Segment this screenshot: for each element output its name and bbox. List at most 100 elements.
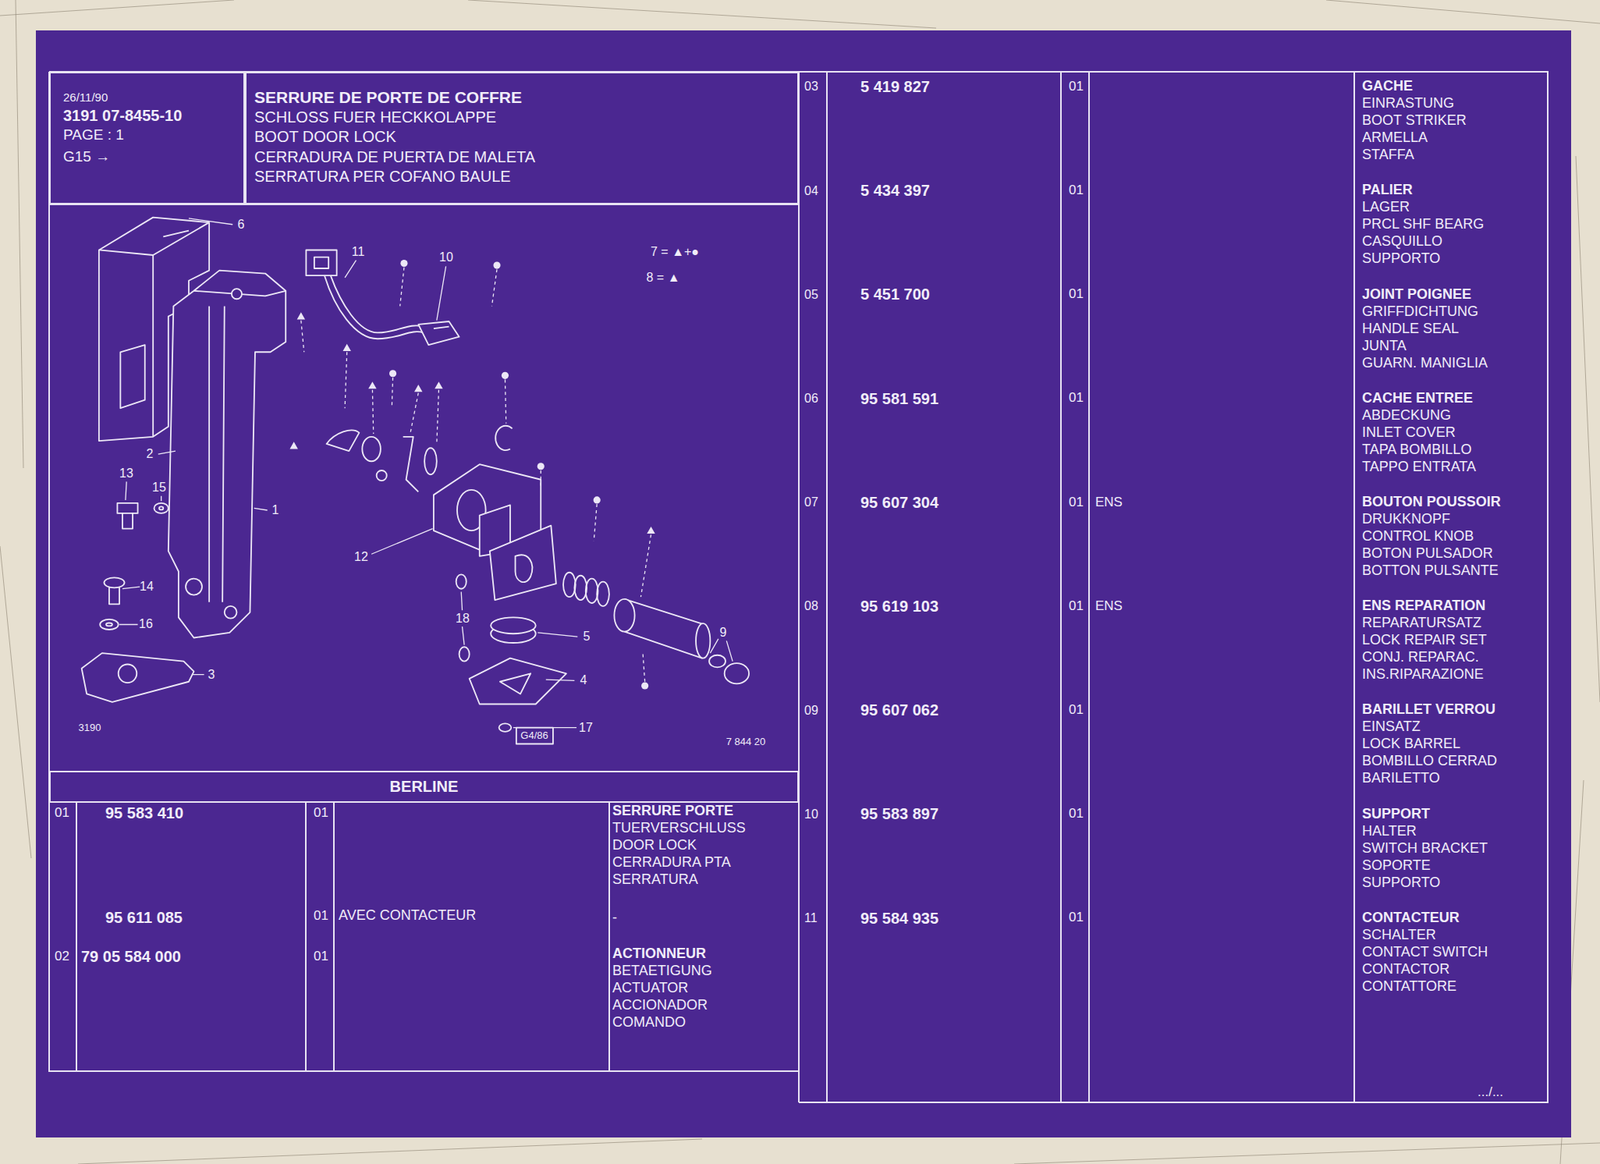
lock-barrel [695,623,710,658]
leader-line [119,218,733,728]
marker-triangle [289,312,655,534]
item-number: 07 [804,494,819,510]
part-name-translation: STAFFA [1362,146,1415,164]
part-name-translation: CASQUILLO [1362,233,1443,251]
part-name: SUPPORT [1362,805,1430,824]
item-number: 09 [804,702,819,718]
part-name-translation: CONTACTOR [1362,961,1450,979]
item-number: 03 [804,78,819,94]
marker-dot [537,462,545,470]
body-text: PAGE : 1 [63,124,238,146]
part-name-translation: CONTROL KNOB [1362,528,1474,546]
part-name-translation: LOCK REPAIR SET [1362,631,1487,650]
part-number: 95 583 410 [105,803,184,823]
part-name: CACHE ENTREE [1362,390,1473,408]
drawing-reference: G4/86 [520,729,548,742]
wire-connector [305,249,337,276]
item-number: 08 [804,598,819,614]
part-number: 95 583 897 [860,804,939,824]
callout-number: 3 [208,666,216,682]
marker-line [301,267,652,682]
part-name-translation: SCHALTER [1362,926,1437,944]
part-name-translation: CONTACT SWITCH [1362,943,1488,962]
part-name: BARILLET VERROU [1362,701,1496,719]
wire [324,275,424,339]
item-number: 04 [804,183,819,199]
part-name-translation: SUPPORTO [1362,874,1441,892]
item-number: 11 [804,910,818,926]
quantity: 01 [1068,78,1084,95]
key-part [709,655,726,668]
lock-body [231,288,242,299]
part-name-translation: BOTON PULSADOR [1362,545,1494,563]
quantity: 01 [1068,805,1084,822]
marker-dot [493,262,501,270]
remark: ENS [1095,494,1123,511]
washer [499,723,512,731]
part-name-translation: PRCL SHF BEARG [1362,216,1484,234]
striker-bracket [118,664,138,684]
marker-dot [389,369,397,377]
bearing [469,658,567,705]
part-name: PALIER [1362,181,1413,199]
table-frame [49,71,1548,1103]
quantity: 01 [1068,286,1084,302]
part-number: 95 584 935 [860,908,939,928]
push-knob [489,525,557,600]
part-name-translation: CONJ. REPARAC. [1362,649,1480,667]
washer [459,646,470,661]
part-name-translation: SERRATURA [612,871,699,889]
washer [99,619,119,630]
title-box: SERRURE DE PORTE DE COFFRESCHLOSS FUER H… [244,71,799,205]
lock-barrel [613,599,635,632]
lock-body [224,606,238,619]
part-name-translation: ACCIONADOR [612,996,708,1015]
part-name-translation: BOMBILLO CERRAD [1362,752,1498,770]
callout-number: 11 [351,244,366,259]
push-knob [515,554,533,582]
date-box [516,727,554,745]
item-number: 10 [804,806,819,822]
part-name: CONTACTEUR [1362,909,1460,927]
callout-number: 13 [119,465,134,481]
spring [563,572,576,597]
continued-mark: .../... [1477,1084,1504,1100]
quantity: 01 [1068,909,1084,926]
exploded-view [81,217,749,745]
part-name-translation: ARMELLA [1362,129,1428,147]
body-text: 3191 07-8455-10 [63,106,238,125]
spring [563,572,610,607]
column-line [826,71,1355,1103]
bolt [117,503,138,529]
wire-connector [314,257,329,269]
spring [585,578,599,604]
quantity: 01 [1068,598,1084,614]
part-name-translation: DOOR LOCK [612,837,697,855]
part-name-translation: GUARN. MANIGLIA [1362,354,1488,373]
washer [106,623,113,627]
part-number: 5 419 827 [860,77,930,96]
circlip [495,425,512,451]
callout-number: 17 [578,720,593,735]
part-name-translation: DRUKKNOPF [1362,510,1451,529]
part-name-translation: ACTUATOR [612,979,689,997]
ring [424,447,437,475]
remark: AVEC CONTACTEUR [338,907,476,925]
part-name-translation: EINRASTUNG [1362,95,1455,113]
callout-number: 6 [237,216,245,232]
item-number: 02 [54,948,70,965]
remark: ENS [1095,598,1123,614]
part-name: GACHE [1362,78,1413,96]
part-name-translation: TAPPO ENTRATA [1362,458,1476,476]
drawing-reference: 7 844 20 [726,735,767,749]
part-number: 95 607 062 [860,700,939,720]
part-name-translation: INS.RIPARAZIONE [1362,666,1484,684]
part-name-translation: TAPA BOMBILLO [1362,441,1472,459]
quantity: 01 [1068,494,1084,511]
lock-body [168,270,286,639]
part-name-translation: JUNTA [1362,337,1407,355]
striker-bracket [81,652,195,703]
callout-number: 12 [354,549,369,565]
